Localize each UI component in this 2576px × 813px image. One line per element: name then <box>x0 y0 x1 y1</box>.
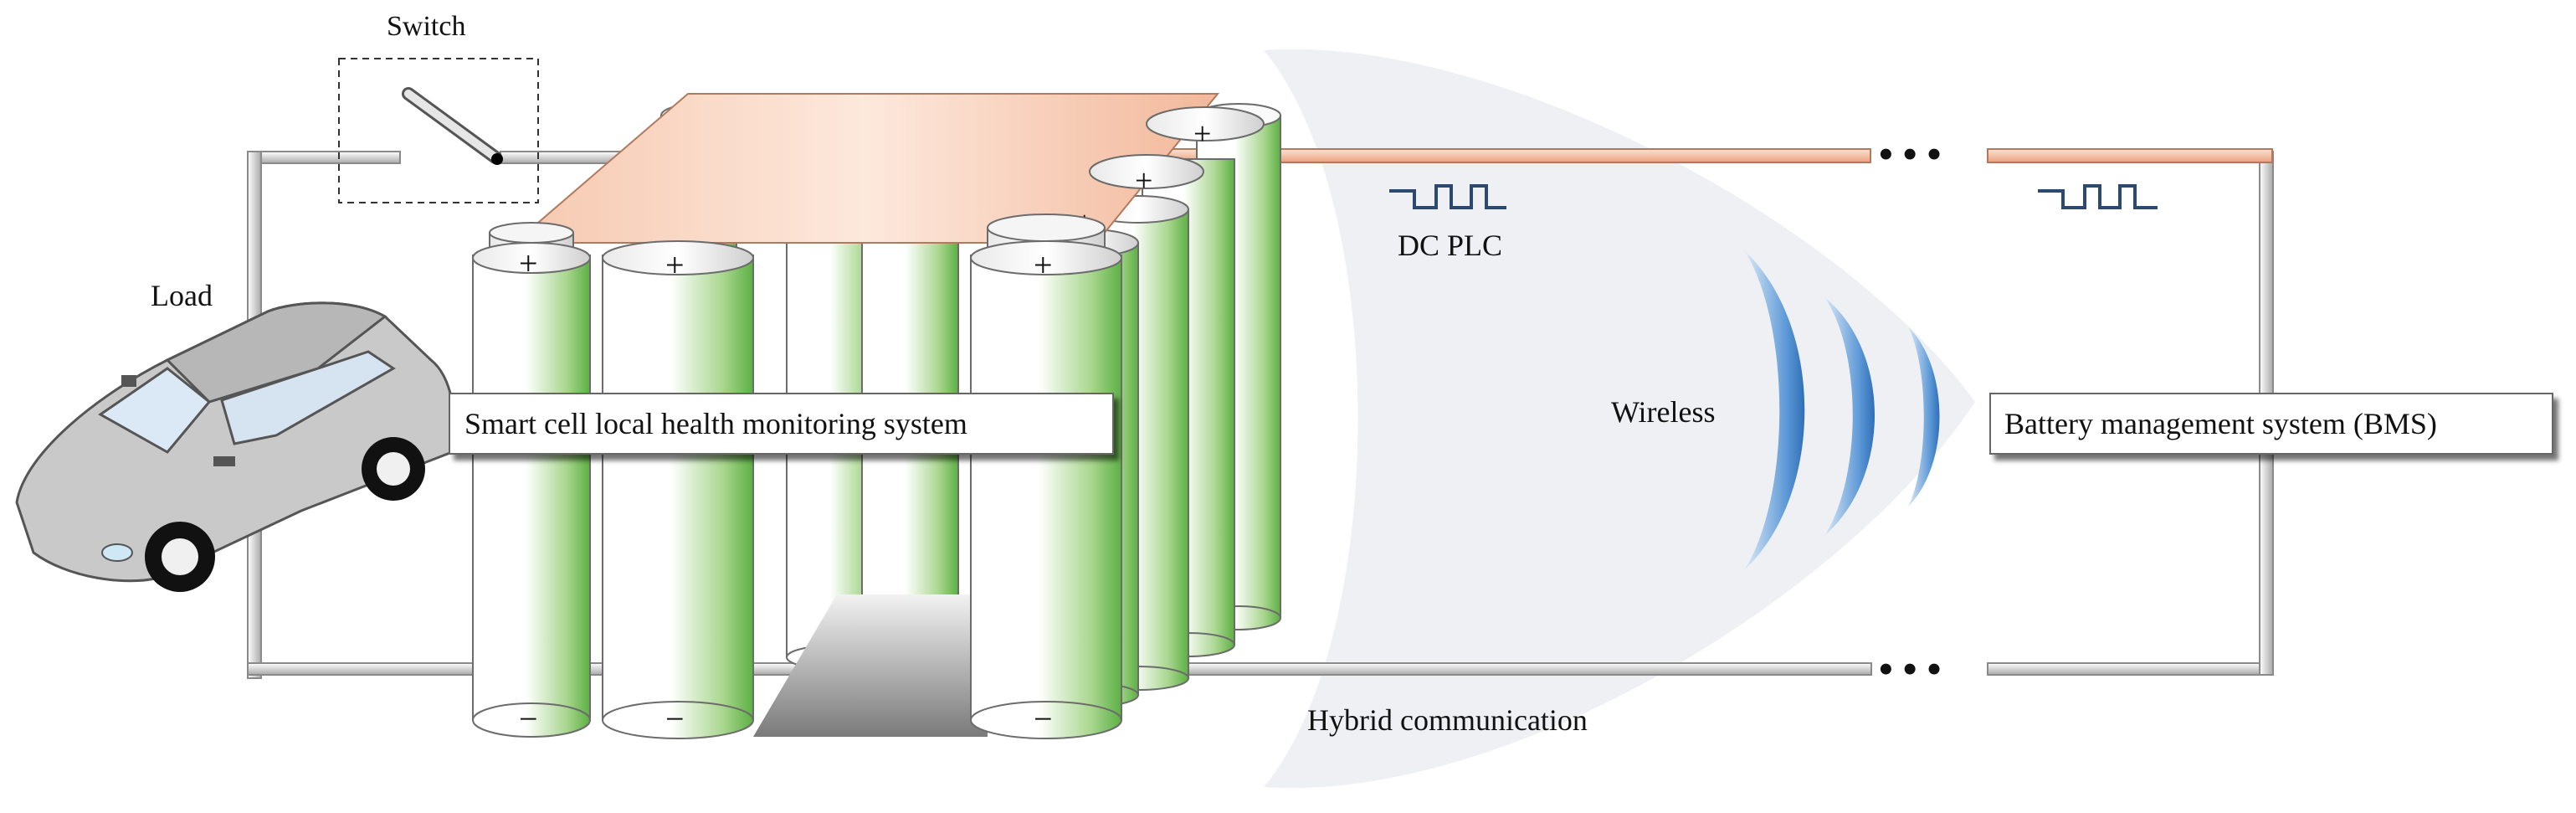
communication-bubble <box>1264 49 1975 789</box>
bms-box <box>1989 393 2553 455</box>
positive-terminal: + <box>665 246 685 284</box>
battery-cell: + − <box>970 214 1122 739</box>
battery-cells-front: + − + − + − <box>472 214 1122 739</box>
bms-signal-icon <box>2038 184 2158 209</box>
bms-label: Battery management system (BMS) <box>2004 407 2437 440</box>
battery-cell: + − <box>602 240 754 739</box>
wireless-label: Wireless <box>1611 395 1716 429</box>
ellipsis-top: • • • <box>1879 132 1941 177</box>
pack-base <box>519 594 988 737</box>
dc-plc-signal-icon <box>1389 184 1506 209</box>
car-roof <box>165 301 387 404</box>
negative-terminal: − <box>1034 700 1053 738</box>
negative-terminal: − <box>519 700 538 738</box>
hybrid-communication-label: Hybrid communication <box>1307 703 1588 737</box>
load-label: Load <box>151 279 213 312</box>
local-monitor-label: Smart cell local health monitoring syste… <box>464 407 967 440</box>
local-monitor-box <box>449 393 1114 455</box>
car-window <box>220 350 396 445</box>
switch <box>338 58 539 203</box>
positive-terminal: + <box>1135 163 1152 198</box>
switch-label: Switch <box>387 11 465 42</box>
battery-cell: + − <box>472 222 591 738</box>
positive-terminal: + <box>1193 116 1211 152</box>
wireless-waves-icon <box>1745 251 1940 569</box>
positive-terminal: + <box>519 244 538 282</box>
ellipsis-bottom: • • • <box>1879 647 1941 692</box>
negative-terminal: − <box>665 700 685 738</box>
switch-frame <box>338 58 539 203</box>
car-headlight <box>101 543 133 562</box>
positive-terminal: + <box>1034 246 1053 284</box>
car-load <box>15 301 456 592</box>
car-windshield <box>98 367 212 454</box>
dc-plc-label: DC PLC <box>1398 229 1502 262</box>
